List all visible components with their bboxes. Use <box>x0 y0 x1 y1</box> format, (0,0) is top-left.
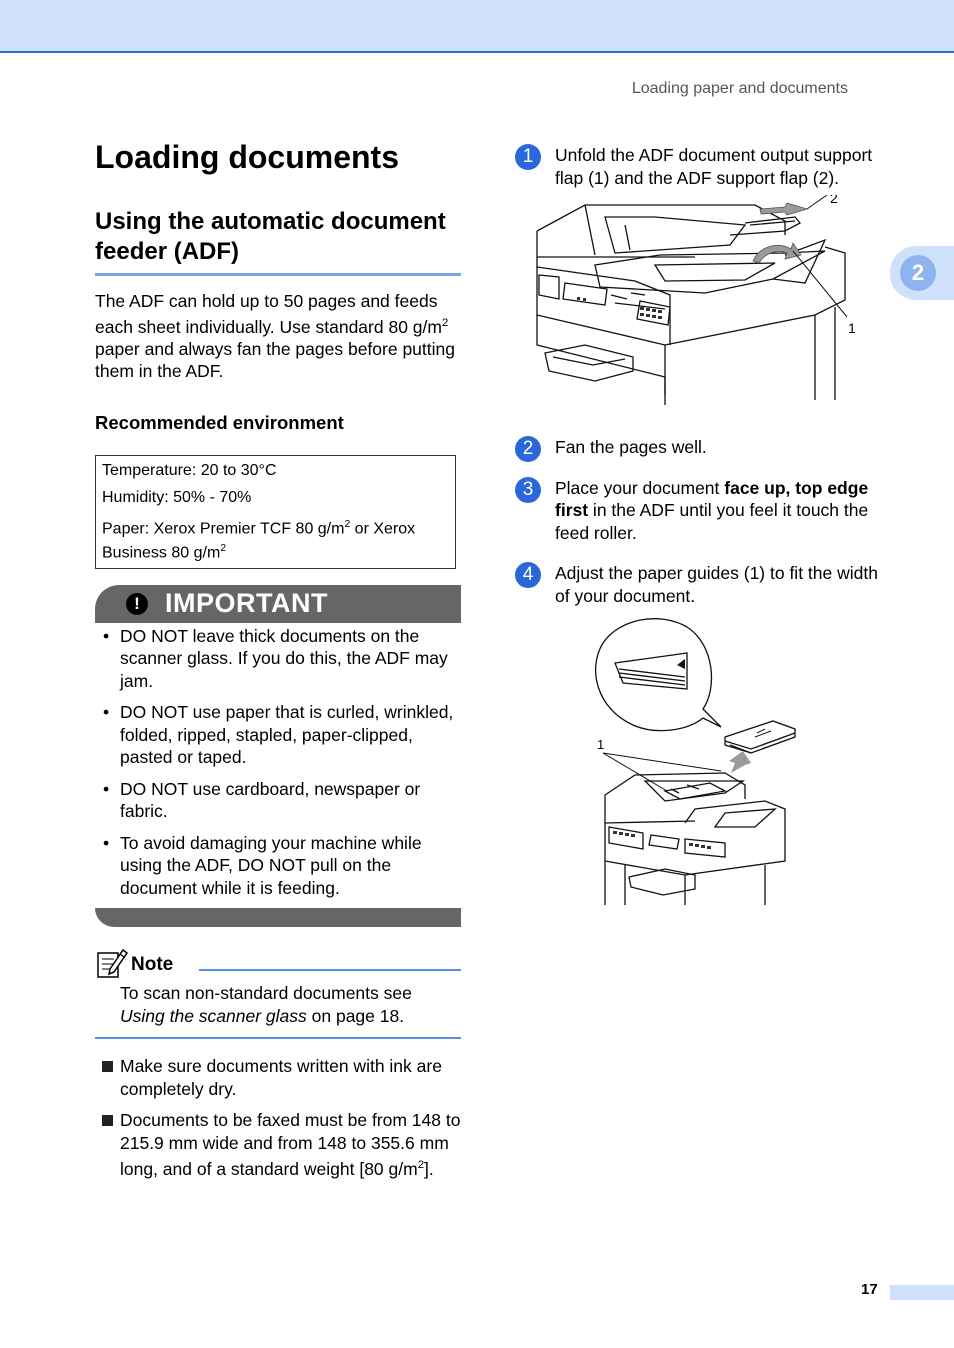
list-item: DO NOT use cardboard, newspaper or fabri… <box>95 778 461 823</box>
step-3: 3 Place your document face up, top edge … <box>515 476 880 545</box>
important-label: IMPORTANT <box>165 587 328 618</box>
figure-callout-2: 2 <box>830 195 838 206</box>
important-box: ! IMPORTANT DO NOT leave thick documents… <box>95 584 461 928</box>
step-number-icon: 4 <box>515 562 541 588</box>
list-item: Make sure documents written with ink are… <box>95 1055 461 1100</box>
chapter-number: 2 <box>900 255 936 291</box>
note-text: To scan non-standard documents see Using… <box>120 983 412 1026</box>
step-4: 4 Adjust the paper guides (1) to fit the… <box>515 562 880 607</box>
section-title: Using the automatic document feeder (ADF… <box>95 207 461 277</box>
left-column: Loading documents Using the automatic do… <box>95 139 461 1190</box>
step-2: 2 Fan the pages well. <box>515 436 880 462</box>
page-title: Loading documents <box>95 139 399 175</box>
note-box: Note To scan non-standard documents see … <box>95 947 461 1040</box>
step-number-icon: 1 <box>515 144 541 170</box>
environment-box: Temperature: 20 to 30°C Humidity: 50% - … <box>95 455 456 569</box>
top-header-bar <box>0 0 954 53</box>
paper-guides-illustration: 1 <box>595 618 796 905</box>
page-number-bar <box>890 1285 954 1300</box>
list-item: Documents to be faxed must be from 148 t… <box>95 1109 461 1180</box>
right-column: 1 Unfold the ADF document output support… <box>515 144 880 913</box>
note-divider <box>199 969 461 972</box>
note-pencil-icon <box>97 949 128 978</box>
warning-icon: ! <box>126 592 148 615</box>
figure-callout-1: 1 <box>597 737 604 752</box>
important-footer <box>95 908 461 928</box>
env-temperature: Temperature: 20 to 30°C <box>102 462 277 480</box>
page-number: 17 <box>861 1281 878 1298</box>
important-header: ! IMPORTANT <box>95 584 461 623</box>
cross-reference-link[interactable]: Using the scanner glass <box>120 1005 307 1026</box>
running-header: Loading paper and documents <box>631 80 848 97</box>
list-item: DO NOT leave thick documents on the scan… <box>95 625 461 693</box>
figure-callout-1: 1 <box>848 320 856 336</box>
step-number-icon: 3 <box>515 476 541 503</box>
important-list: DO NOT leave thick documents on the scan… <box>95 623 461 900</box>
env-humidity: Humidity: 50% - 70% <box>102 489 252 507</box>
step-1: 1 Unfold the ADF document output support… <box>515 144 880 189</box>
environment-heading: Recommended environment <box>95 412 344 434</box>
step-number-icon: 2 <box>515 436 541 462</box>
list-item: DO NOT use paper that is curled, wrinkle… <box>95 701 461 769</box>
list-item: To avoid damaging your machine while usi… <box>95 832 461 900</box>
intro-paragraph: The ADF can hold up to 50 pages and feed… <box>95 291 455 382</box>
env-paper: Paper: Xerox Premier TCF 80 g/m2 or Xero… <box>102 519 416 562</box>
note-bottom-divider <box>95 1037 461 1040</box>
requirements-list: Make sure documents written with ink are… <box>95 1055 461 1180</box>
adf-flaps-illustration: 2 1 <box>536 190 856 405</box>
chapter-tab[interactable]: 2 <box>890 246 954 300</box>
note-label: Note <box>131 954 174 976</box>
